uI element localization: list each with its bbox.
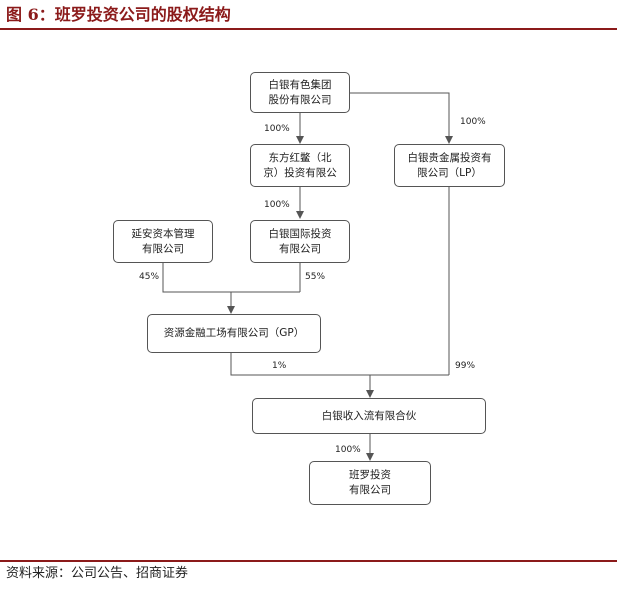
node-baiyin-nonferrous: 白银有色集团 股份有限公司 [250, 72, 350, 113]
pct-ziyuan-income: 1% [272, 361, 287, 371]
node-baiyin-precious: 白银贵金属投资有 限公司（LP） [394, 144, 505, 187]
pct-nonferrous-precious: 100% [460, 117, 486, 127]
pct-dongfang-international: 100% [264, 200, 290, 210]
pct-income-banluo: 100% [335, 445, 361, 455]
node-baiyin-international: 白银国际投资 有限公司 [250, 220, 350, 263]
node-baiyin-income: 白银收入流有限合伙 [252, 398, 486, 434]
node-line: 有限公司 [349, 484, 391, 496]
node-banluo: 班罗投资 有限公司 [309, 461, 431, 505]
title-rule [0, 28, 617, 30]
node-line: 白银贵金属投资有 [407, 151, 492, 164]
node-line: 京）投资有限公 [263, 166, 337, 179]
node-dongfang-hongjing: 东方红鳖（北 京）投资有限公 [250, 144, 350, 187]
node-line: 白银收入流有限合伙 [321, 409, 417, 422]
source-rule [0, 560, 617, 562]
node-line: 白银国际投资 [268, 227, 332, 240]
page-title: 图 6：班罗投资公司的股权结构 [6, 5, 231, 24]
source-note: 资料来源：公司公告、招商证券 [6, 566, 189, 581]
node-yanan-capital: 延安资本管理 有限公司 [113, 220, 213, 263]
pct-nonferrous-dongfang: 100% [264, 124, 290, 134]
node-line: 白银有色集团 [268, 78, 332, 91]
edge-yanan-ziyuan [162, 263, 300, 293]
node-line: 限公司（LP） [417, 166, 482, 179]
node-line: 股份有限公司 [268, 93, 332, 106]
pct-international-ziyuan: 55% [305, 272, 326, 282]
node-line: 延安资本管理 [131, 227, 195, 240]
pct-precious-income: 99% [455, 361, 476, 371]
pct-yanan-ziyuan: 45% [139, 272, 160, 282]
node-line: 班罗投资 [349, 469, 391, 481]
edge-ziyuan-income [230, 353, 449, 376]
node-line: 有限公司 [142, 242, 184, 255]
node-line: 有限公司 [279, 242, 321, 255]
edge-nonferrous-precious [350, 92, 453, 144]
node-line: 资源金融工场有限公司（GP） [163, 327, 305, 339]
node-line: 东方红鳖（北 [268, 151, 332, 164]
node-ziyuan-finance: 资源金融工场有限公司（GP） [147, 314, 321, 353]
